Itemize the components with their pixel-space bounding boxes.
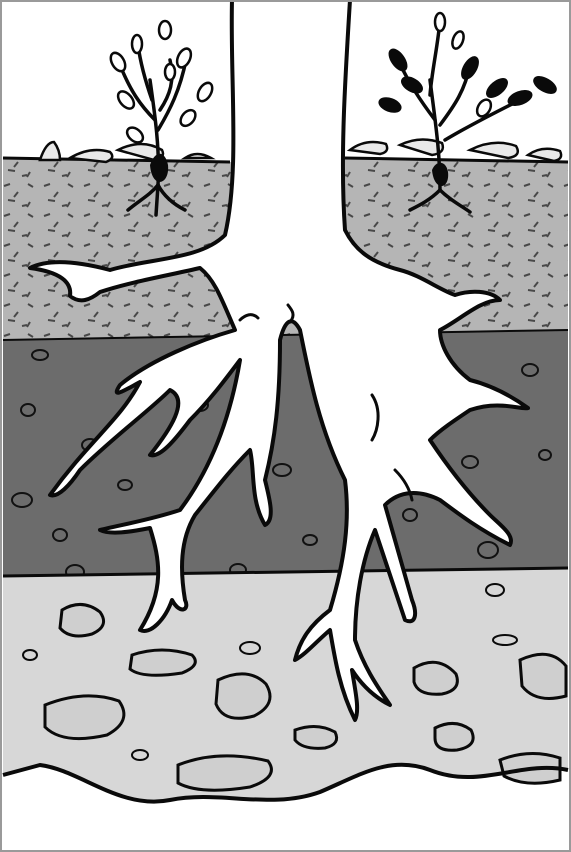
parent-material-layer (3, 568, 568, 802)
